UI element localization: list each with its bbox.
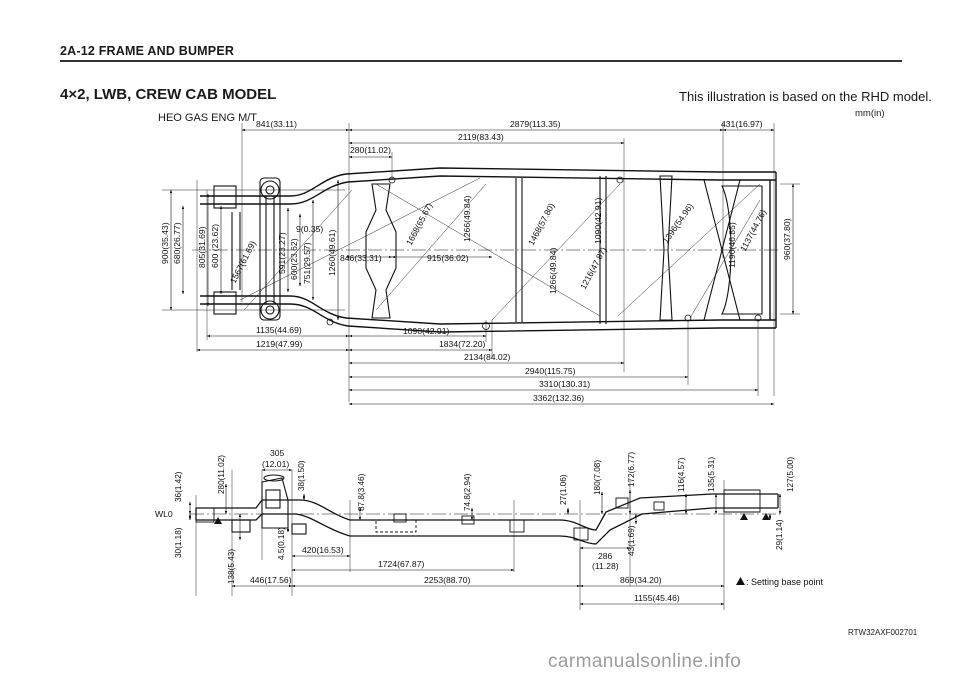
- watermark: carmanualsonline.info: [548, 651, 742, 672]
- dim-600-a: 600 (23.62): [210, 224, 220, 268]
- dim-87: 87.8(3.46): [357, 473, 366, 511]
- section-header: 2A-12 FRAME AND BUMPER: [60, 44, 235, 58]
- reference-holes: [326, 176, 762, 330]
- dim-138: 138(5.43): [227, 549, 236, 584]
- dim-841: 841(33.11): [256, 119, 297, 129]
- side-view: WL0 305 (12.01) 420(16.53) 1724(67.87) 2…: [155, 448, 824, 610]
- dim-1834: 1834(72.20): [439, 339, 485, 349]
- dim-960: 960(37.80): [782, 218, 792, 260]
- top-view: 841(33.11) 2879(113.35) 431(16.97) 2119(…: [160, 119, 800, 406]
- dim-1135: 1135(44.69): [256, 325, 302, 335]
- dim-305-in: (12.01): [262, 459, 289, 469]
- dim-27: 27(1.06): [559, 474, 568, 505]
- dim-1668: 1668(65.67): [404, 201, 435, 247]
- dim-591: 591(23.27): [277, 232, 287, 274]
- dim-600-b: 600(23.62): [289, 238, 299, 280]
- dim-4-5: 4.5(0.18): [277, 527, 286, 560]
- dim-900: 900(35.43): [160, 222, 170, 264]
- dim-2940: 2940(115.75): [525, 366, 576, 376]
- side-brackets: [195, 489, 761, 541]
- dim-127: 127(5.00): [786, 457, 795, 492]
- figure-code: RTW32AXF002701: [848, 628, 918, 637]
- dim-116: 116(4.57): [677, 457, 686, 492]
- dim-869: 869(34.20): [620, 575, 662, 585]
- dim-1090-h: 1090(42.91): [403, 326, 449, 336]
- dim-1266-b: 1266(49.84): [548, 248, 558, 294]
- dim-805: 805(31.69): [197, 226, 207, 268]
- side-horizontal-dims: [231, 546, 725, 606]
- dim-172: 172(6.77): [627, 452, 636, 487]
- dim-29: 29(1.14): [775, 519, 784, 550]
- wl0-label: WL0: [155, 509, 173, 519]
- rhd-note: This illustration is based on the RHD mo…: [679, 89, 932, 104]
- dim-680: 680(26.77): [172, 222, 182, 264]
- legend-triangle-icon: [736, 577, 745, 585]
- side-extension-lines: [195, 470, 725, 610]
- top-vertical-dims: [169, 179, 795, 321]
- dim-3310: 3310(130.31): [539, 379, 590, 389]
- dim-1260: 1260(49.61): [327, 230, 337, 276]
- dim-2119: 2119(83.43): [458, 132, 504, 142]
- dim-420: 420(16.53): [302, 545, 344, 555]
- legend-label: : Setting base point: [746, 577, 824, 587]
- dim-1216: 1216(47.87): [578, 245, 609, 291]
- dim-1155: 1155(45.46): [634, 593, 680, 603]
- bottom-horizontal-dims: [196, 334, 775, 406]
- dim-180: 180(7.08): [593, 460, 602, 495]
- dim-3362: 3362(132.36): [533, 393, 584, 403]
- dim-1724: 1724(67.87): [378, 559, 424, 569]
- dim-1266-a: 1266(49.84): [462, 196, 472, 242]
- dim-446: 446(17.56): [250, 575, 292, 585]
- diagonal-check-lines: [239, 177, 761, 321]
- front-mount-tower: [231, 474, 307, 535]
- dim-43: 43(1.69): [627, 525, 636, 556]
- dim-1396: 1396(54.96): [660, 201, 695, 245]
- units-label: mm(in): [855, 108, 885, 119]
- dim-9: 9(0.35): [296, 224, 323, 234]
- dim-1468: 1468(57.80): [526, 201, 557, 247]
- dim-286: 286: [598, 551, 613, 561]
- side-vertical-dims: [188, 468, 782, 541]
- dim-2134: 2134(84.02): [464, 352, 510, 362]
- dim-915: 915(36.02): [427, 253, 469, 263]
- dim-751: 751(29.57): [302, 242, 312, 284]
- setting-base-points: [214, 513, 770, 524]
- dim-431: 431(16.97): [721, 119, 763, 129]
- dim-1219: 1219(47.99): [256, 339, 302, 349]
- dim-135: 135(5.31): [707, 457, 716, 492]
- page-title: 4×2, LWB, CREW CAB MODEL: [60, 86, 277, 103]
- dim-2253: 2253(88.70): [424, 575, 470, 585]
- dim-305: 305: [270, 448, 285, 458]
- dim-30: 30(1.18): [174, 527, 183, 558]
- dim-1190: 1190(46.85): [727, 222, 737, 268]
- front-crossmember: [213, 177, 281, 321]
- dim-2879: 2879(113.35): [510, 119, 561, 129]
- dim-846: 846(33.31): [340, 253, 382, 263]
- header-rule: [60, 60, 902, 62]
- dim-280-side: 280(11.02): [217, 455, 226, 494]
- dim-74: 74.8(2.94): [463, 473, 472, 511]
- dim-1090-v: 1090(42.91): [593, 198, 603, 244]
- variant-label: HEO GAS ENG M/T: [158, 112, 258, 124]
- dim-280-top: 280(11.02): [350, 145, 391, 155]
- top-horizontal-dims: [241, 128, 775, 259]
- dim-1137: 1137(44.76): [738, 208, 768, 253]
- dim-286-in: (11.28): [592, 561, 619, 571]
- dim-38: 38(1.50): [297, 460, 306, 491]
- dim-36: 36(1.42): [174, 471, 183, 502]
